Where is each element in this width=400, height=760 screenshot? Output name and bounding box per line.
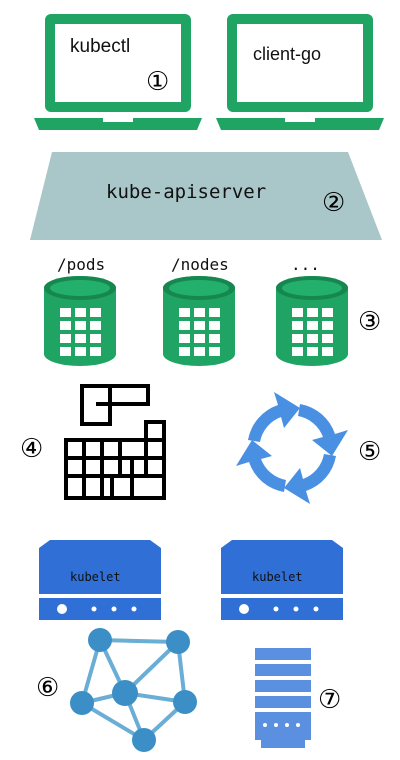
laptop-kubectl-label: kubectl (70, 36, 130, 57)
kubelet-node-2: kubelet (221, 540, 343, 620)
step-number-6: ⑥ (36, 673, 59, 703)
apiserver-label: kube-apiserver (106, 181, 266, 203)
scheduler-grid-icon (64, 384, 166, 500)
scheduler-group: ④ (20, 384, 166, 500)
kubelet-node-2-tray (221, 598, 343, 620)
database-icon (276, 276, 348, 366)
laptop-kubectl-notch (103, 118, 133, 122)
step-number-2: ② (322, 188, 345, 218)
step-number-3: ③ (358, 307, 381, 337)
network-group: ⑥ (36, 628, 197, 752)
storage-group: /pods /nodes ... (44, 255, 381, 366)
network-mesh-icon (70, 628, 197, 752)
kubelet-node-1-tray (39, 598, 161, 620)
storage-label-nodes: /nodes (171, 255, 229, 274)
kubelet-node-1-body (39, 540, 161, 594)
database-icon (44, 276, 116, 366)
laptop-kubectl-screen (55, 24, 181, 102)
apiserver-trapezoid (30, 152, 382, 240)
laptop-client-go: client-go (216, 14, 384, 130)
kubelet-label-1: kubelet (70, 570, 121, 584)
laptop-kubectl: kubectl ① (34, 14, 202, 130)
step-number-4: ④ (20, 434, 43, 464)
step-number-1: ① (146, 67, 169, 97)
laptop-client-go-notch (285, 118, 315, 122)
step-number-7: ⑦ (318, 685, 341, 715)
laptop-client-go-screen (237, 24, 363, 102)
server-rack-icon (255, 648, 311, 748)
laptop-client-go-base (216, 118, 384, 130)
runtime-group: ⑦ (255, 648, 341, 748)
controller-group: ⑤ (236, 392, 381, 504)
kubelet-node-2-body (221, 540, 343, 594)
refresh-cycle-icon (236, 392, 348, 504)
laptop-client-go-label: client-go (253, 44, 321, 64)
kube-apiserver: kube-apiserver ② (30, 152, 382, 240)
laptop-kubectl-base (34, 118, 202, 130)
database-icon (163, 276, 235, 366)
step-number-5: ⑤ (358, 437, 381, 467)
kubelet-node-1: kubelet (39, 540, 161, 620)
kubelet-label-2: kubelet (252, 570, 303, 584)
storage-label-more: ... (291, 255, 320, 274)
storage-label-pods: /pods (57, 255, 105, 274)
